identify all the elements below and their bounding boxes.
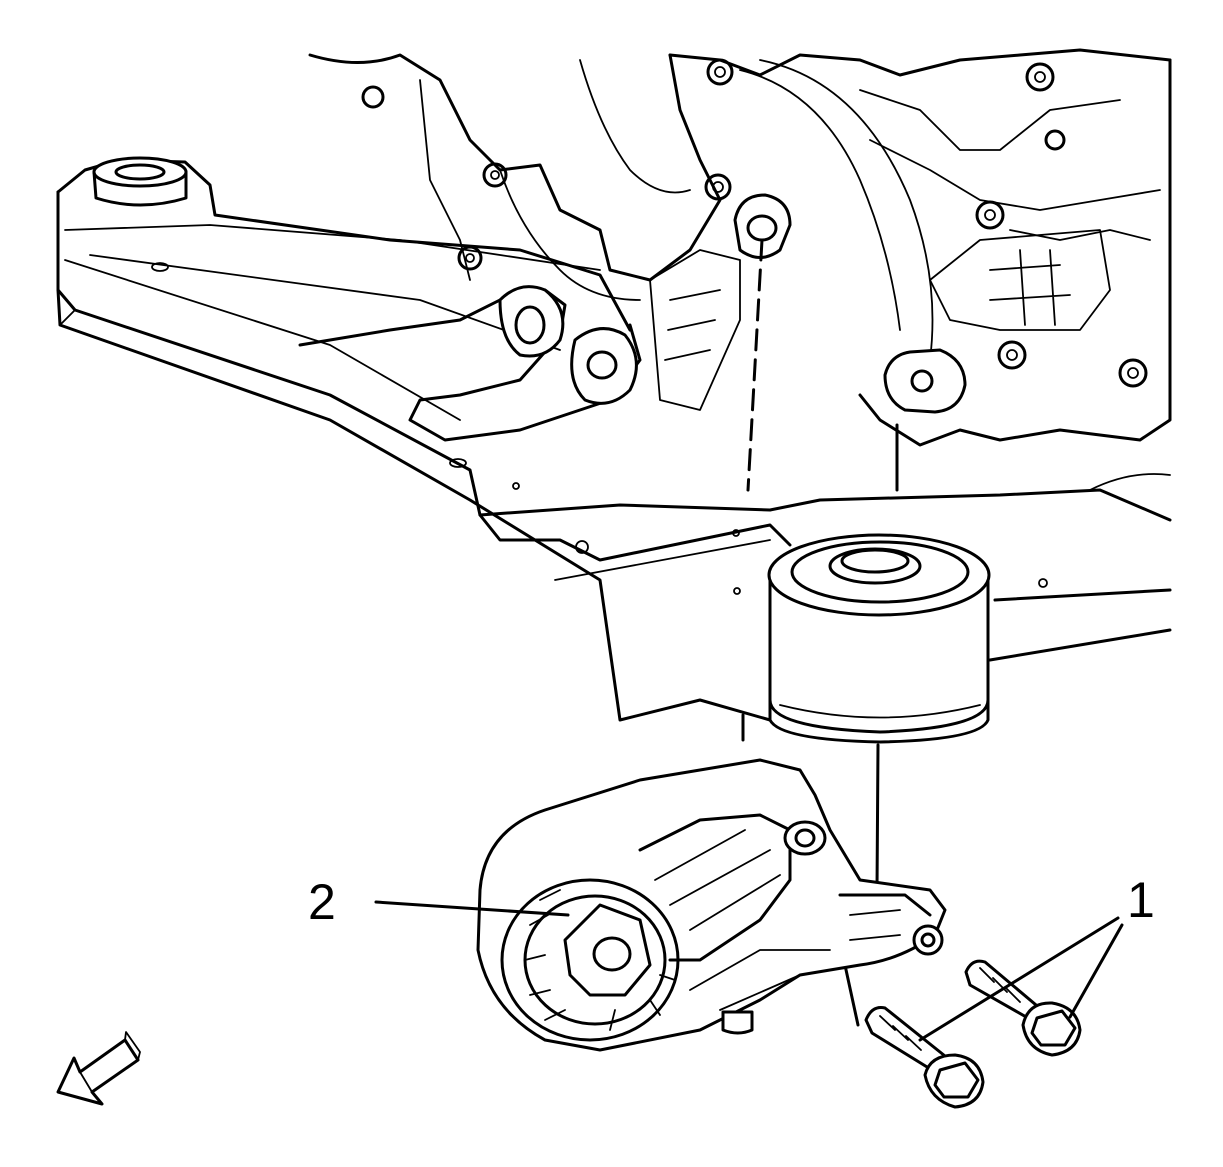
subframe-mount-sleeve [767, 533, 991, 744]
callout-1: 1 [1127, 872, 1155, 928]
transmission-housing [308, 48, 1172, 447]
callout-leaders [374, 900, 1124, 1042]
callout-2: 2 [308, 874, 336, 930]
front-direction-arrow-icon [56, 1031, 141, 1106]
front-subframe [56, 156, 1172, 722]
transmission-rear-mount [476, 758, 947, 1052]
mount-bolts [864, 959, 1082, 1109]
